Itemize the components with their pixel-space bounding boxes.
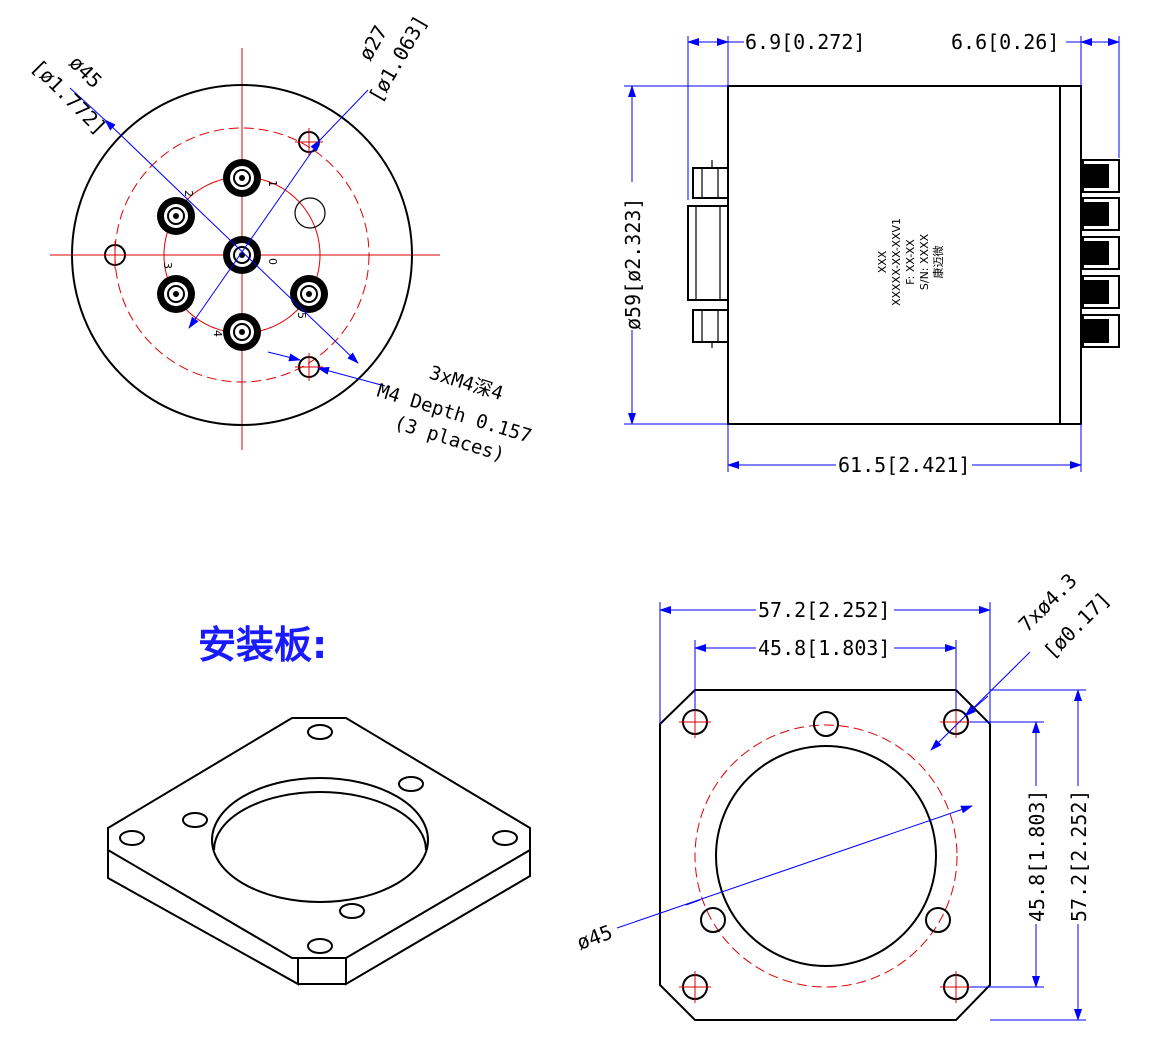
dim-width-inner-text: 45.8[1.803] — [758, 636, 890, 660]
nameplate: XXX XXXXX-XX-XXV1 F: XX-XX S/N: XXXX 康迈微 — [876, 218, 945, 306]
nameplate-line: F: XX-XX — [904, 239, 917, 285]
plate-hole — [940, 971, 972, 1003]
iso-hole — [492, 830, 518, 846]
nameplate-line: XXXXX-XX-XXV1 — [890, 218, 903, 306]
dim-length-text: 61.5[2.421] — [838, 453, 970, 477]
iso-hole — [119, 830, 145, 846]
isometric-plate — [107, 717, 531, 986]
port-number: 4 — [211, 330, 224, 337]
connector-4 — [223, 313, 261, 351]
dim-holes-leader — [930, 651, 1031, 751]
dim-height-inner-text: 45.8[1.803] — [1025, 790, 1049, 922]
side-right-connectors — [1082, 159, 1120, 348]
iso-left-side — [107, 850, 299, 986]
plate-hole — [679, 706, 711, 738]
connector-3 — [157, 275, 195, 313]
port-number: 3 — [161, 262, 174, 269]
mount-hole — [295, 353, 323, 381]
mount-hole — [101, 241, 129, 269]
hole-note-leader — [317, 366, 386, 387]
connector-1 — [223, 159, 261, 197]
dim-height-outer-text: 57.2[2.252] — [1067, 790, 1091, 922]
plate-hole — [925, 907, 951, 933]
plate-hole — [679, 971, 711, 1003]
dim-flange-text: 6.9[0.272] — [745, 30, 865, 54]
iso-bore-inner — [213, 791, 427, 851]
dim-width-outer-text: 57.2[2.252] — [758, 598, 890, 622]
vent-hole — [294, 197, 326, 229]
plate-hole — [813, 711, 839, 737]
connector-5 — [290, 275, 328, 313]
plate-hole — [940, 706, 972, 738]
mount-plate-title: 安装板: — [198, 623, 327, 667]
connector-2 — [157, 197, 195, 235]
port-number: 1 — [266, 180, 279, 187]
iso-hole — [307, 938, 333, 954]
front-view: 0 1 2 3 4 5 ø45 [ø1.772] ø27 [ø1.063] 3x… — [26, 11, 534, 466]
plate-pcd-circle — [694, 724, 958, 988]
port-number: 0 — [266, 258, 279, 265]
dim-pcd-leader — [319, 89, 369, 141]
side-left-connector — [687, 160, 729, 348]
dim-holes-leader-b — [964, 695, 989, 717]
iso-hole — [339, 903, 365, 919]
hole-note-leader-b — [267, 351, 301, 362]
plate-outline — [659, 689, 991, 1021]
dim-diameter-text: ø59[ø2.323] — [621, 198, 645, 330]
iso-top-face — [107, 717, 531, 959]
nameplate-line: 康迈微 — [931, 246, 945, 279]
side-view: XXX XXXXX-XX-XXV1 F: XX-XX S/N: XXXX 康迈微… — [621, 30, 1120, 477]
plate-hole — [700, 907, 726, 933]
iso-bore-outer — [211, 777, 429, 903]
dim-bore-text: ø45 — [574, 920, 616, 955]
dim-bore-leader-b — [685, 899, 701, 906]
nameplate-line: XXX — [876, 250, 889, 273]
side-end-cap — [1059, 85, 1082, 425]
nameplate-line: S/N: XXXX — [918, 233, 931, 290]
dim-cap-text: 6.6[0.26] — [951, 30, 1059, 54]
iso-hole — [398, 776, 424, 792]
dim-pcd-line — [188, 139, 321, 329]
front-outer-circle — [71, 84, 413, 426]
plate-top-view: 57.2[2.252] 45.8[1.803] 45.8[1.803] 57.2… — [574, 568, 1115, 1021]
connector-0 — [223, 236, 261, 274]
dim-outer-leader — [69, 87, 106, 121]
plate-bore — [715, 745, 937, 967]
dim-bore-leader — [616, 805, 973, 929]
iso-hole — [182, 812, 208, 828]
iso-hole — [307, 724, 333, 740]
iso-right-side — [345, 850, 531, 986]
